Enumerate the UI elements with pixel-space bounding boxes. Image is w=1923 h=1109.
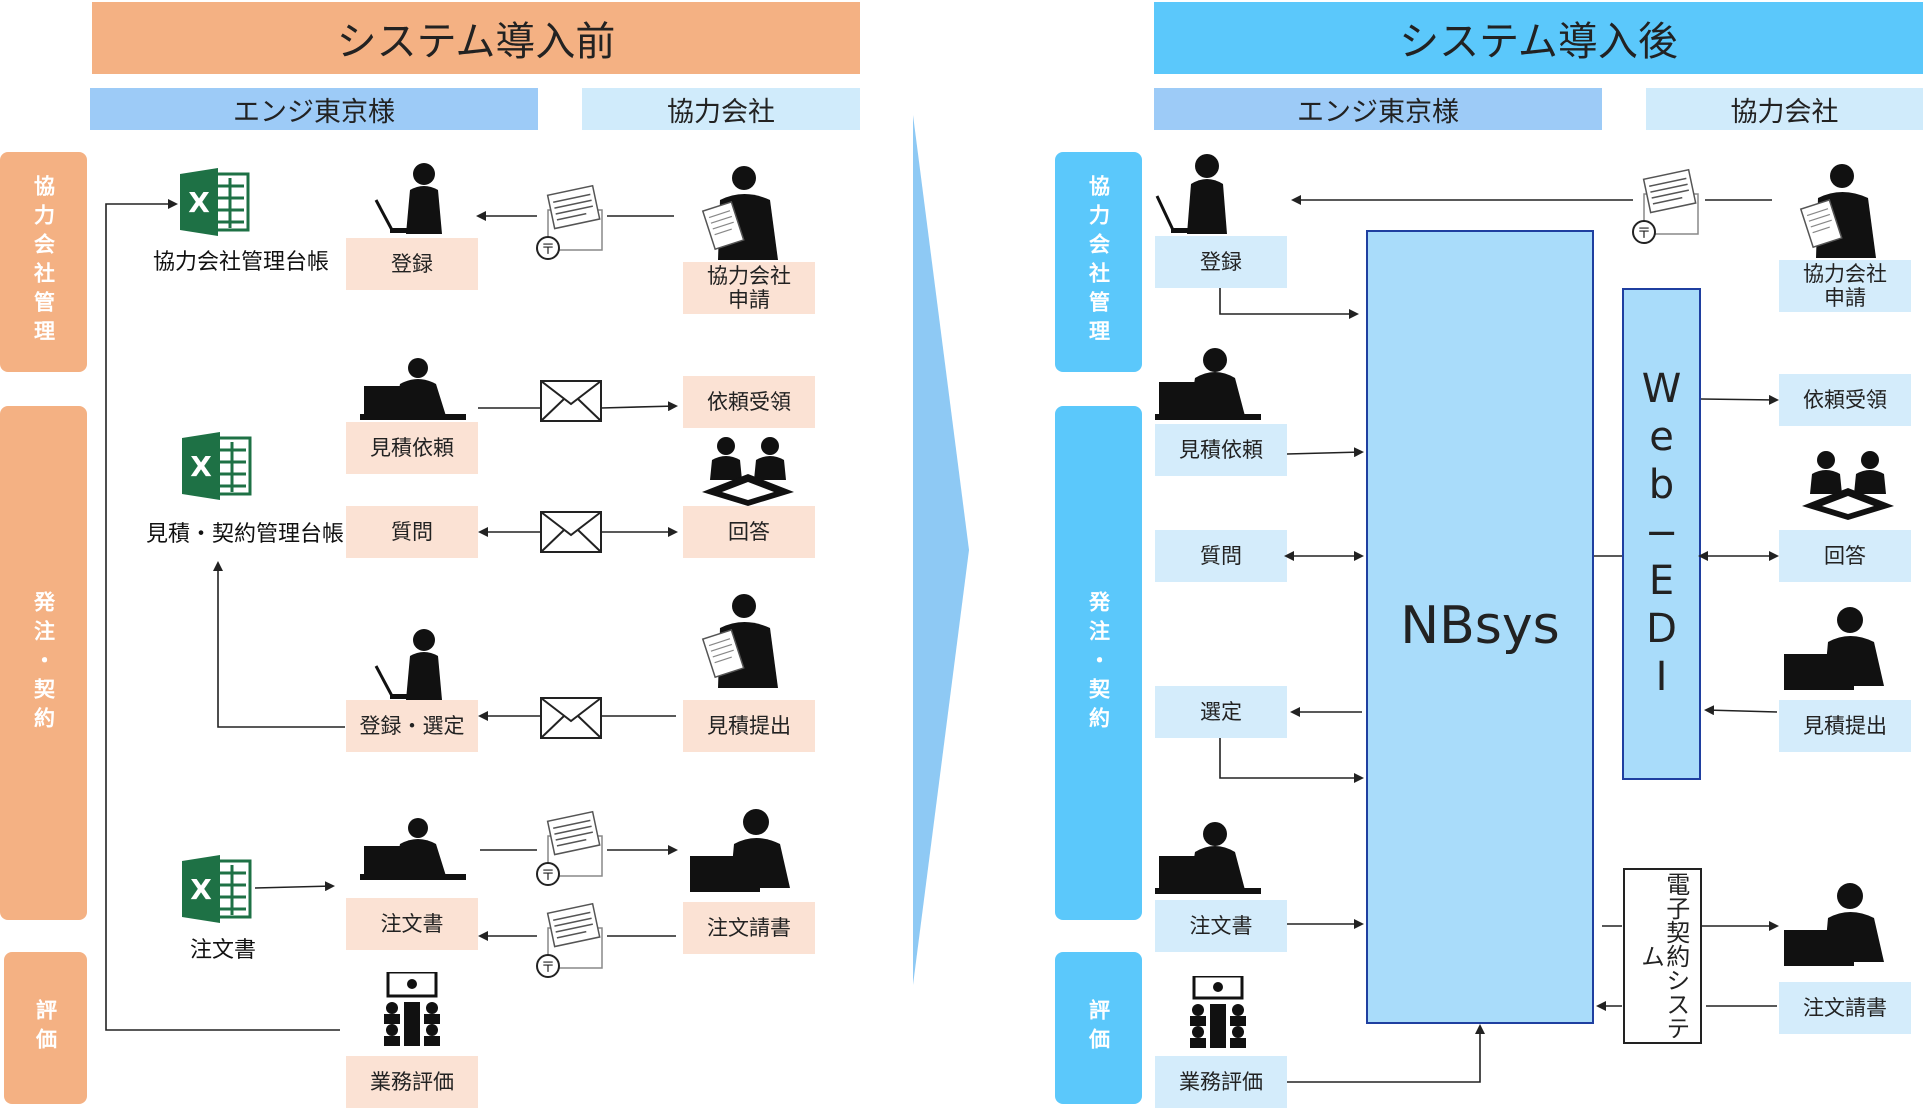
svg-text:X: X <box>190 873 212 906</box>
before-side-eval: 評価 <box>4 952 87 1104</box>
svg-text:X: X <box>190 450 212 483</box>
before-col-left-header: エンジ東京様 <box>90 88 538 130</box>
person-laptop-icon <box>374 629 442 700</box>
excel-icon: X <box>182 432 252 500</box>
before-reg-select-box: 登録・選定 <box>346 700 478 752</box>
person-laptop-icon <box>1155 348 1261 420</box>
after-reg-box: 登録 <box>1155 236 1287 288</box>
person-laptop-icon <box>1155 154 1227 234</box>
after-req-recv-box: 依頼受領 <box>1779 374 1911 426</box>
person-laptop-icon <box>1784 883 1884 966</box>
ledger-order-label: 注文書 <box>190 938 257 963</box>
after-answer-box: 回答 <box>1779 530 1911 582</box>
after-apply-box: 協力会社申請 <box>1779 260 1911 312</box>
person-laptop-icon <box>360 358 466 420</box>
nbsys-box: NBsys <box>1366 230 1594 1024</box>
person-laptop-icon <box>1155 822 1261 894</box>
after-side-order: 発注・契約 <box>1055 406 1142 920</box>
conference-icon <box>1190 976 1246 1048</box>
after-question-box: 質問 <box>1155 530 1287 582</box>
post-mark-icon <box>1632 220 1656 244</box>
web-edi-label: Web−EDI <box>1638 366 1685 702</box>
svg-text:X: X <box>188 186 210 219</box>
after-col-right-header: 協力会社 <box>1646 88 1923 130</box>
before-eval-box: 業務評価 <box>346 1056 478 1108</box>
after-side-eval: 評価 <box>1055 952 1142 1104</box>
letter-envelope-icon: 〒 <box>536 810 603 886</box>
excel-icon: X <box>180 168 250 236</box>
envelope-icon <box>540 697 602 739</box>
before-side-order: 発注・契約 <box>0 406 87 920</box>
before-est-submit-box: 見積提出 <box>683 700 815 752</box>
e-contract-label: 電子契約システム <box>1636 872 1690 1040</box>
svg-text:〒: 〒 <box>541 868 555 884</box>
svg-text:〒: 〒 <box>1637 226 1651 242</box>
post-mark-icon <box>536 236 560 260</box>
e-contract-box: 電子契約システム <box>1623 868 1702 1044</box>
meeting-icon <box>1802 451 1894 520</box>
after-order-ack-box: 注文請書 <box>1779 982 1911 1034</box>
businessman-document-icon <box>1799 164 1876 258</box>
person-laptop-icon <box>374 163 442 234</box>
post-mark-icon <box>536 862 560 886</box>
ledger-estimate-label: 見積・契約管理台帳 <box>146 522 345 547</box>
before-req-recv-box: 依頼受領 <box>683 376 815 428</box>
svg-text:〒: 〒 <box>541 960 555 976</box>
after-side-mgmt: 協力会社管理 <box>1055 152 1142 372</box>
businessman-document-icon <box>701 166 778 260</box>
businessman-document-icon <box>701 594 778 688</box>
before-side-mgmt: 協力会社管理 <box>0 152 87 372</box>
after-title: システム導入後 <box>1154 2 1923 74</box>
after-col-left-header: エンジ東京様 <box>1154 88 1602 130</box>
web-edi-box: Web−EDI <box>1622 288 1701 780</box>
letter-envelope-icon: 〒 <box>536 184 603 260</box>
before-reg-box: 登録 <box>346 238 478 290</box>
ledger-partner-label: 協力会社管理台帳 <box>153 250 330 275</box>
after-est-req-box: 見積依頼 <box>1155 424 1287 476</box>
section-divider-arrow <box>913 115 969 985</box>
person-laptop-icon <box>360 818 466 880</box>
person-laptop-icon <box>1784 607 1884 690</box>
conference-icon <box>384 972 440 1046</box>
envelope-icon <box>540 380 602 422</box>
envelope-icon <box>540 511 602 553</box>
after-est-submit-box: 見積提出 <box>1779 700 1911 752</box>
meeting-icon <box>702 437 794 506</box>
before-est-req-box: 見積依頼 <box>346 422 478 474</box>
before-apply-box: 協力会社申請 <box>683 262 815 314</box>
after-select-box: 選定 <box>1155 686 1287 738</box>
before-order-ack-box: 注文請書 <box>683 902 815 954</box>
before-col-right-header: 協力会社 <box>582 88 860 130</box>
person-laptop-icon <box>690 809 790 892</box>
before-title: システム導入前 <box>92 2 860 74</box>
before-order-box: 注文書 <box>346 898 478 950</box>
after-order-box: 注文書 <box>1155 900 1287 952</box>
letter-envelope-icon: 〒 <box>536 902 603 978</box>
excel-icon: X <box>182 855 252 923</box>
before-answer-box: 回答 <box>683 506 815 558</box>
svg-text:〒: 〒 <box>541 242 555 258</box>
letter-envelope-icon: 〒 <box>1632 168 1699 244</box>
after-eval-box: 業務評価 <box>1155 1056 1287 1108</box>
before-question-box: 質問 <box>346 506 478 558</box>
post-mark-icon <box>536 954 560 978</box>
